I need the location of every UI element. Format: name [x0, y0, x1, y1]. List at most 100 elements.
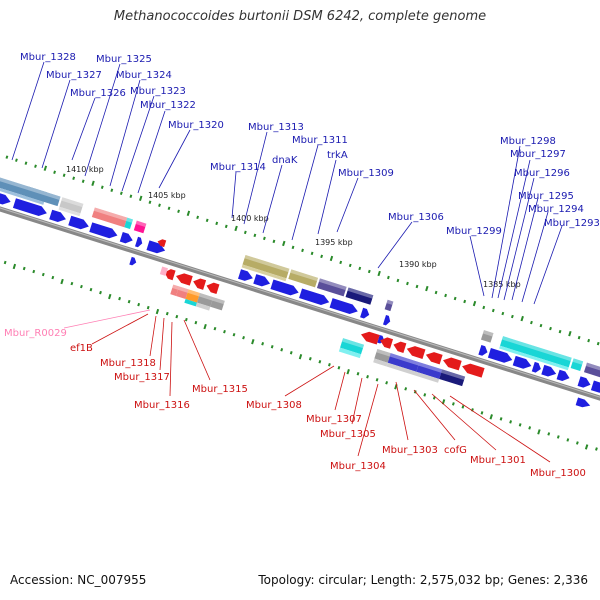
tick-mark — [5, 155, 9, 159]
tick-mark — [175, 314, 179, 319]
gene-label[interactable]: Mbur_1327 — [46, 70, 102, 81]
tick-mark — [146, 305, 150, 310]
position-label-1410: 1410 kbp — [66, 165, 104, 174]
gene-label[interactable]: Mbur_1304 — [330, 461, 386, 472]
reverse-gene-arrow — [393, 341, 407, 353]
leader-line — [497, 159, 531, 299]
gene-label[interactable]: Mbur_1301 — [470, 455, 526, 466]
tick-mark — [499, 417, 503, 421]
tick-mark — [566, 438, 570, 442]
gene-feature-box — [384, 299, 394, 312]
gene-label[interactable]: Mbur_1305 — [320, 429, 376, 440]
forward-gene-arrow — [68, 215, 89, 230]
gene-label[interactable]: Mbur_1315 — [192, 384, 248, 395]
position-label-1385: 1385 kbp — [483, 280, 521, 289]
gene-label[interactable]: Mbur_1317 — [114, 372, 170, 383]
gene-label[interactable]: Mbur_1293 — [544, 218, 600, 229]
gene-feature-box — [91, 207, 128, 228]
gene-feature-box — [242, 254, 290, 279]
tick-mark — [53, 170, 56, 174]
gene-feature-box-sheen — [386, 299, 394, 305]
gene-label[interactable]: Mbur_1300 — [530, 468, 586, 479]
gene-label[interactable]: Mbur_1295 — [518, 191, 574, 202]
tick-mark — [215, 221, 219, 226]
tick-mark — [232, 332, 236, 337]
tick-mark — [463, 299, 467, 304]
position-label-1390: 1390 kbp — [399, 260, 437, 269]
forward-gene-arrow — [49, 209, 66, 222]
gene-label[interactable]: cofG — [444, 445, 467, 456]
gene-label[interactable]: Mbur_1307 — [306, 414, 362, 425]
tick-mark — [148, 200, 152, 205]
tick-mark — [584, 444, 589, 450]
gene-label[interactable]: Mbur_1297 — [510, 149, 566, 160]
leader-line — [503, 177, 535, 301]
tick-mark — [129, 194, 133, 199]
gene-label[interactable]: Mbur_1309 — [338, 168, 394, 179]
gene-label[interactable]: trkA — [327, 150, 348, 161]
gene-label[interactable]: Mbur_1325 — [96, 54, 152, 65]
tick-mark — [118, 296, 121, 301]
gene-label[interactable]: Mbur_1298 — [500, 136, 556, 147]
tick-mark — [165, 311, 169, 316]
gene-label[interactable]: dnaK — [272, 155, 298, 166]
tick-mark — [528, 426, 532, 430]
gene-feature-box-sheen — [341, 338, 365, 349]
gene-label[interactable]: Mbur_1314 — [210, 162, 266, 173]
gene-feature-box-sheen — [389, 353, 420, 366]
gene-feature-box — [288, 269, 319, 288]
genome-band — [0, 155, 600, 451]
gene-label[interactable]: Mbur_1296 — [514, 168, 570, 179]
tick-mark — [366, 375, 369, 379]
gene-feature-box — [340, 338, 365, 355]
leader-line — [284, 365, 335, 397]
gene-label[interactable]: Mbur_1306 — [388, 212, 444, 223]
leader-line — [91, 313, 149, 345]
tick-mark — [461, 405, 465, 409]
gene-label[interactable]: Mbur_1326 — [70, 88, 126, 99]
gene-label[interactable]: Mbur_1316 — [134, 400, 190, 411]
gene-feature-base — [338, 347, 362, 359]
tick-mark — [491, 308, 495, 313]
gene-feature-box — [345, 287, 374, 305]
gene-label[interactable]: Mbur_1308 — [246, 400, 302, 411]
tick-mark — [301, 248, 304, 253]
gene-feature-base — [0, 186, 45, 205]
gene-label[interactable]: Mbur_1328 — [20, 52, 76, 63]
gene-feature-base — [386, 362, 440, 383]
gene-label[interactable]: Mbur_1311 — [292, 135, 348, 146]
gene-label[interactable]: Mbur_1299 — [446, 226, 502, 237]
gene-label[interactable]: Mbur_1320 — [168, 120, 224, 131]
forward-gene-arrow — [299, 288, 330, 305]
forward-gene-arrow — [382, 314, 391, 326]
tick-mark — [3, 260, 7, 265]
tick-mark — [444, 293, 448, 298]
forward-gene-arrow — [541, 364, 557, 377]
leader-line — [395, 381, 409, 441]
gene-feature-box — [25, 186, 61, 207]
gene-label[interactable]: Mbur_1323 — [130, 86, 186, 97]
gene-label[interactable]: Mbur_1324 — [116, 70, 172, 81]
leader-line — [336, 177, 359, 233]
leader-line — [243, 131, 268, 225]
tick-mark — [339, 260, 343, 265]
leader-line — [317, 159, 337, 235]
tick-mark — [34, 164, 37, 168]
leader-line — [491, 145, 521, 299]
gene-label[interactable]: Mbur_1303 — [382, 445, 438, 456]
gene-feature-box-sheen — [135, 220, 147, 228]
leader-line — [63, 309, 151, 329]
gene-label[interactable]: Mbur_1294 — [528, 204, 584, 215]
tick-mark — [482, 305, 486, 310]
gene-label[interactable]: Mbur_1313 — [248, 122, 304, 133]
gene-label[interactable]: Mbur_1318 — [100, 358, 156, 369]
tick-mark — [489, 414, 493, 420]
tick-mark — [423, 393, 427, 397]
gene-label-rna[interactable]: Mbur_R0029 — [4, 328, 67, 339]
tick-mark — [558, 329, 562, 334]
gene-label[interactable]: Mbur_1322 — [140, 100, 196, 111]
tick-mark — [425, 285, 429, 292]
tick-mark — [167, 206, 171, 211]
tick-mark — [32, 269, 36, 274]
gene-label[interactable]: ef1B — [70, 343, 93, 354]
